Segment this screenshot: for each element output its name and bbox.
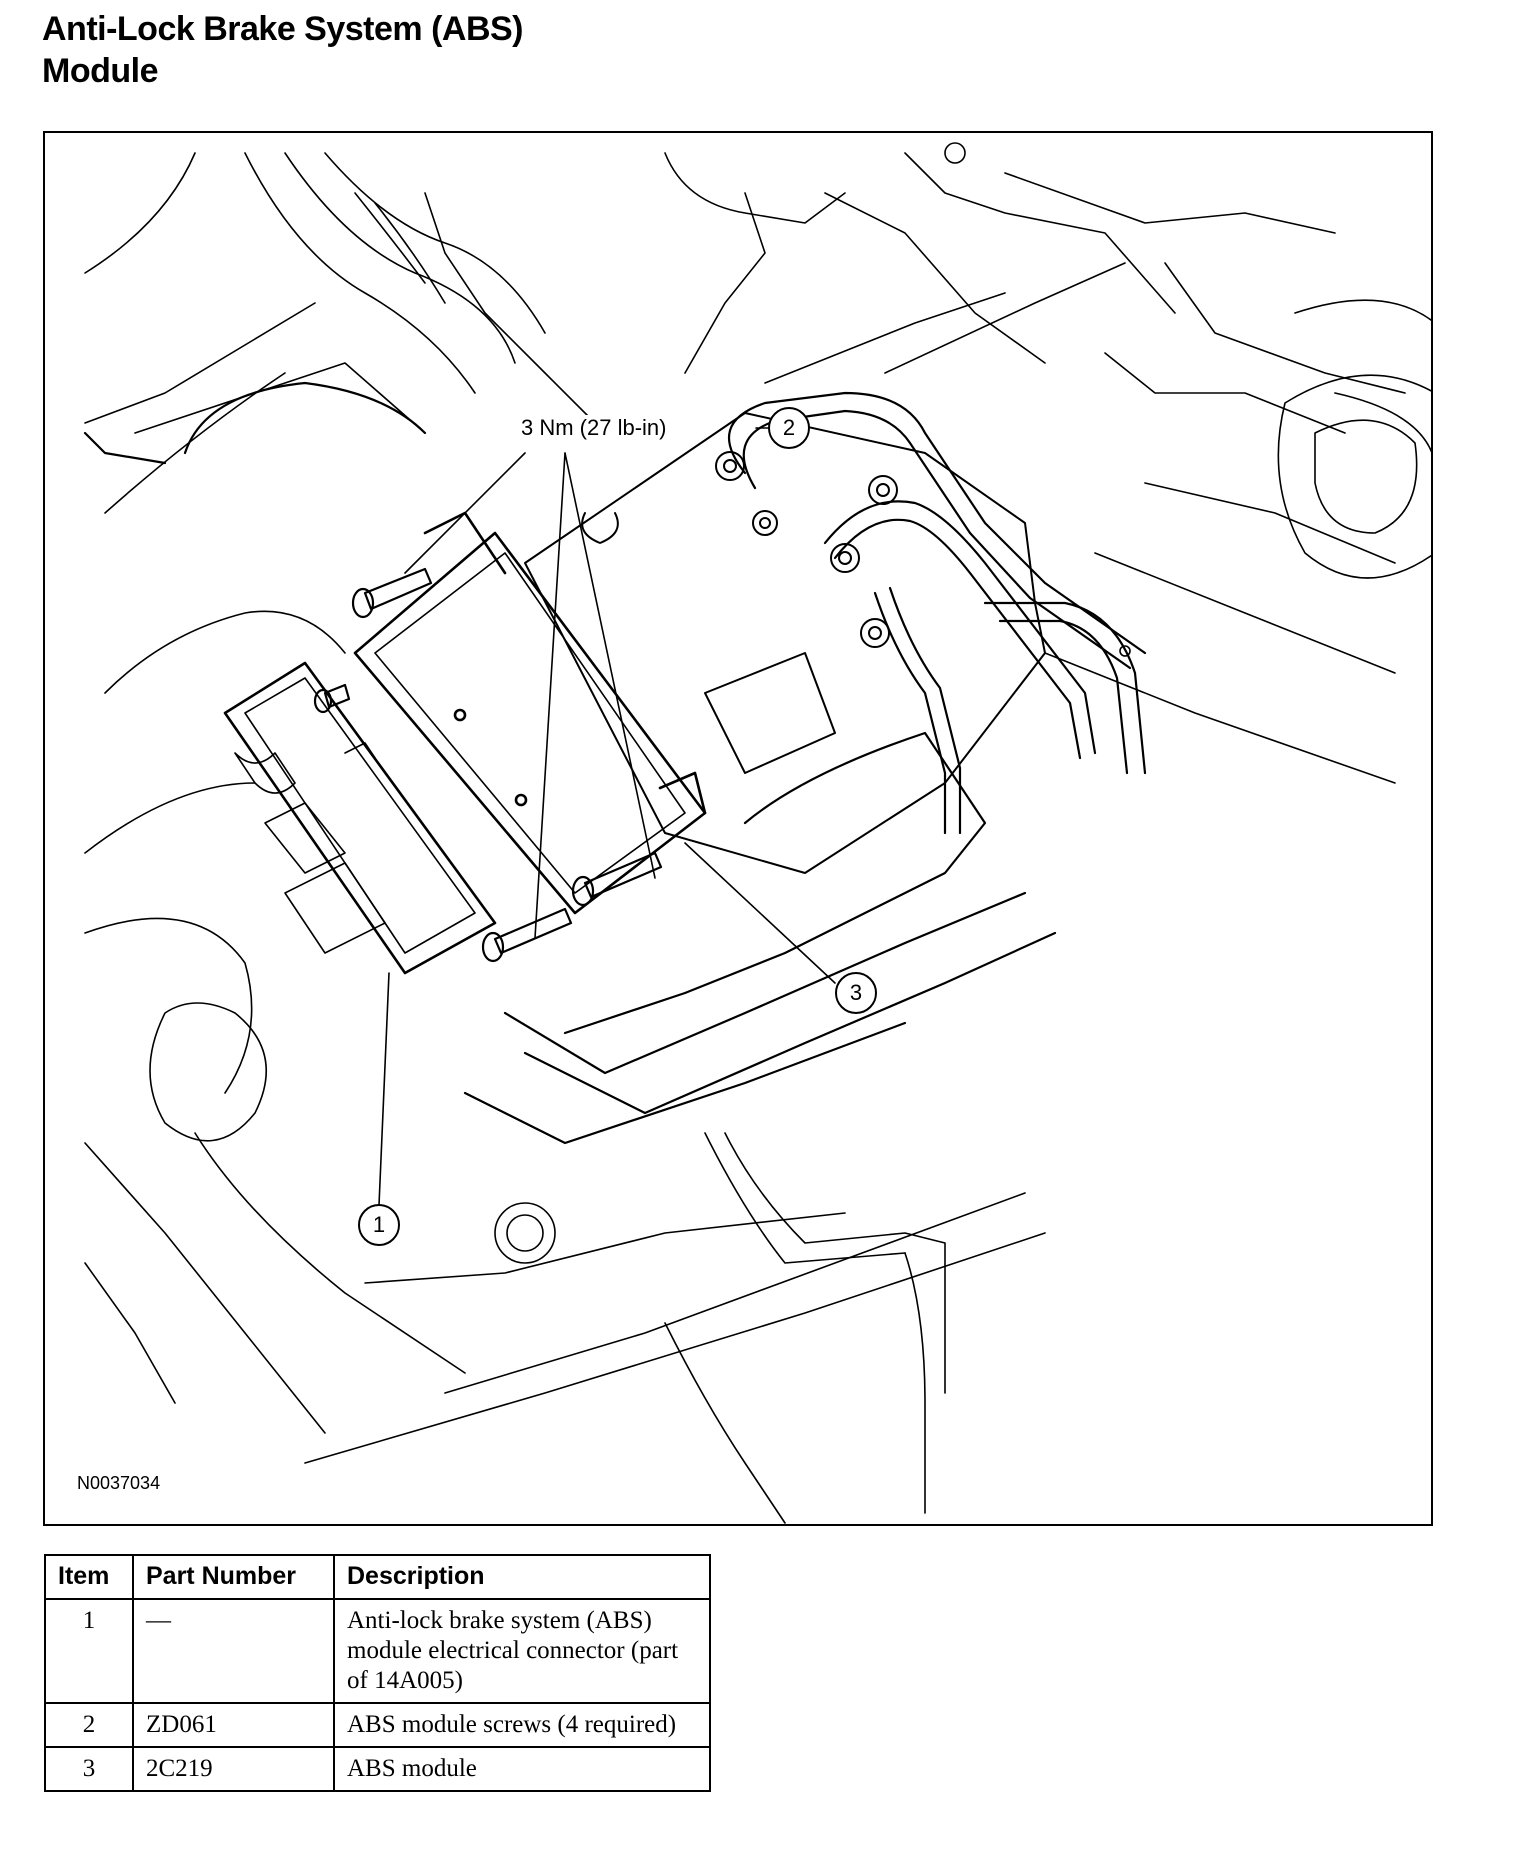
part-number-cell: ZD061 bbox=[132, 1702, 335, 1748]
part-number-cell: 2C219 bbox=[132, 1746, 335, 1792]
header-description: Description bbox=[333, 1554, 711, 1600]
brake-lines bbox=[83, 381, 1147, 1145]
callout-3: 3 bbox=[835, 972, 877, 1014]
part-number-cell: — bbox=[132, 1598, 335, 1704]
exploded-view-figure: 3 Nm (27 lb-in) 2 3 1 N0037034 bbox=[43, 131, 1433, 1526]
abs-module-illustration bbox=[83, 142, 1431, 1524]
page-title: Anti-Lock Brake System (ABS) Module bbox=[42, 8, 524, 92]
callout-leaders bbox=[378, 427, 836, 1206]
table-row: 3 2C219 ABS module bbox=[44, 1746, 711, 1792]
abs-module-screws bbox=[313, 567, 663, 963]
description-cell: ABS module screws (4 required) bbox=[333, 1702, 711, 1748]
hydraulic-control-unit bbox=[524, 412, 1046, 874]
description-cell: ABS module bbox=[333, 1746, 711, 1792]
description-cell: Anti-lock brake system (ABS) module elec… bbox=[333, 1598, 711, 1704]
abs-module-housing bbox=[223, 511, 707, 975]
title-line-1: Anti-Lock Brake System (ABS) bbox=[42, 10, 524, 48]
chassis-background bbox=[84, 142, 1431, 1524]
callout-1: 1 bbox=[358, 1204, 400, 1246]
item-cell: 3 bbox=[44, 1746, 134, 1792]
table-row: 2 ZD061 ABS module screws (4 required) bbox=[44, 1702, 711, 1748]
header-item: Item bbox=[44, 1554, 134, 1600]
callout-2: 2 bbox=[768, 407, 810, 449]
torque-spec-label: 3 Nm (27 lb-in) bbox=[519, 415, 669, 441]
table-header-row: Item Part Number Description bbox=[44, 1554, 711, 1600]
item-cell: 2 bbox=[44, 1702, 134, 1748]
table-row: 1 — Anti-lock brake system (ABS) module … bbox=[44, 1598, 711, 1704]
title-line-2: Module bbox=[42, 52, 158, 90]
item-cell: 1 bbox=[44, 1598, 134, 1704]
header-part-number: Part Number bbox=[132, 1554, 335, 1600]
parts-table: Item Part Number Description 1 — Anti-lo… bbox=[44, 1554, 711, 1792]
figure-id: N0037034 bbox=[75, 1473, 163, 1494]
